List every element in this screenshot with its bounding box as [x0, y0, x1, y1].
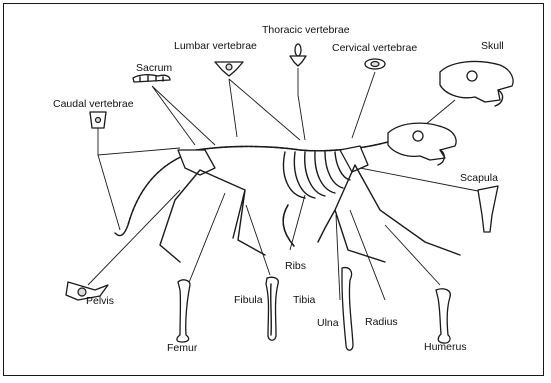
- femur-bone: [177, 280, 190, 342]
- label-sacrum: Sacrum: [136, 62, 172, 74]
- tibia-fibula-bone: [266, 277, 278, 340]
- label-humerus: Humerus: [424, 341, 467, 353]
- label-cervical-vertebrae: Cervical vertebrae: [332, 42, 417, 54]
- label-ulna: Ulna: [317, 317, 339, 329]
- label-fibula: Fibula: [234, 294, 263, 306]
- skull-bone: [440, 61, 513, 106]
- label-ribs: Ribs: [285, 260, 306, 272]
- label-scapula: Scapula: [460, 172, 498, 184]
- label-radius: Radius: [365, 316, 398, 328]
- rat-skeleton: [115, 123, 460, 262]
- lumbar-vertebra-bone: [215, 62, 243, 76]
- label-femur: Femur: [167, 342, 197, 354]
- caudal-vertebra-bone: [90, 112, 106, 128]
- sacrum-bone: [133, 75, 170, 82]
- label-skull: Skull: [481, 40, 504, 52]
- label-caudal-vertebrae: Caudal vertebrae: [53, 98, 134, 110]
- label-pelvis: Pelvis: [86, 295, 114, 307]
- label-thoracic-vertebrae: Thoracic vertebrae: [262, 24, 350, 36]
- label-lumbar-vertebrae: Lumbar vertebrae: [174, 40, 257, 52]
- label-tibia: Tibia: [293, 294, 315, 306]
- scapula-bone: [478, 186, 498, 232]
- ulna-bone: [342, 268, 353, 351]
- thoracic-vertebra-bone: [290, 44, 306, 66]
- humerus-bone: [436, 289, 450, 343]
- cervical-vertebra-bone: [365, 59, 385, 69]
